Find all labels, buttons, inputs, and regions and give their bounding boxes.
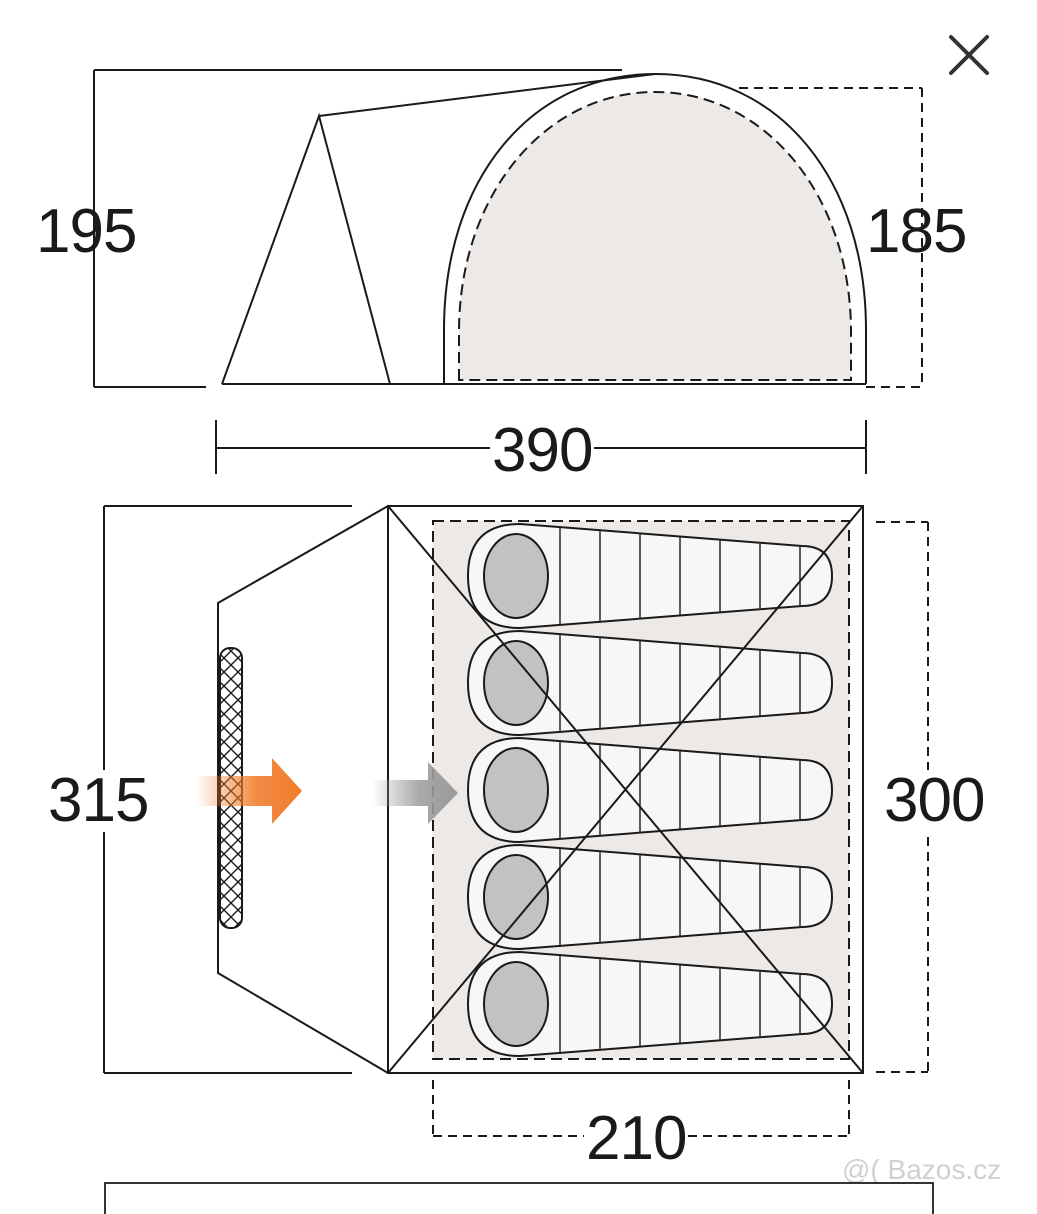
sleeping-bag <box>466 522 834 630</box>
dimension-label-185: 185 <box>866 197 967 266</box>
floor-plan <box>103 505 929 1137</box>
dimension-185-bracket <box>739 87 923 388</box>
sleeping-bags <box>466 522 834 1058</box>
sleeping-bag <box>466 843 834 951</box>
dome-outer <box>443 72 867 384</box>
arrow-right-icon <box>196 758 302 824</box>
dimension-label-300: 300 <box>882 766 987 835</box>
side-elevation <box>93 69 923 474</box>
cross-poles <box>387 505 864 1074</box>
bottom-panel <box>104 1182 934 1214</box>
sleeping-bag <box>466 736 834 844</box>
close-icon[interactable] <box>944 30 994 80</box>
watermark: @( Bazos.cz <box>842 1154 1002 1185</box>
arrow-right-icon <box>372 762 458 824</box>
dimension-label-390: 390 <box>490 416 595 485</box>
sleeping-bag <box>466 950 834 1058</box>
dome-inner <box>458 90 852 381</box>
dimension-210-bracket <box>432 1080 850 1137</box>
dimension-label-195: 195 <box>36 197 137 266</box>
dimension-195-bracket <box>93 69 622 388</box>
dimension-label-315: 315 <box>46 766 151 835</box>
dimension-label-210: 210 <box>584 1104 689 1173</box>
